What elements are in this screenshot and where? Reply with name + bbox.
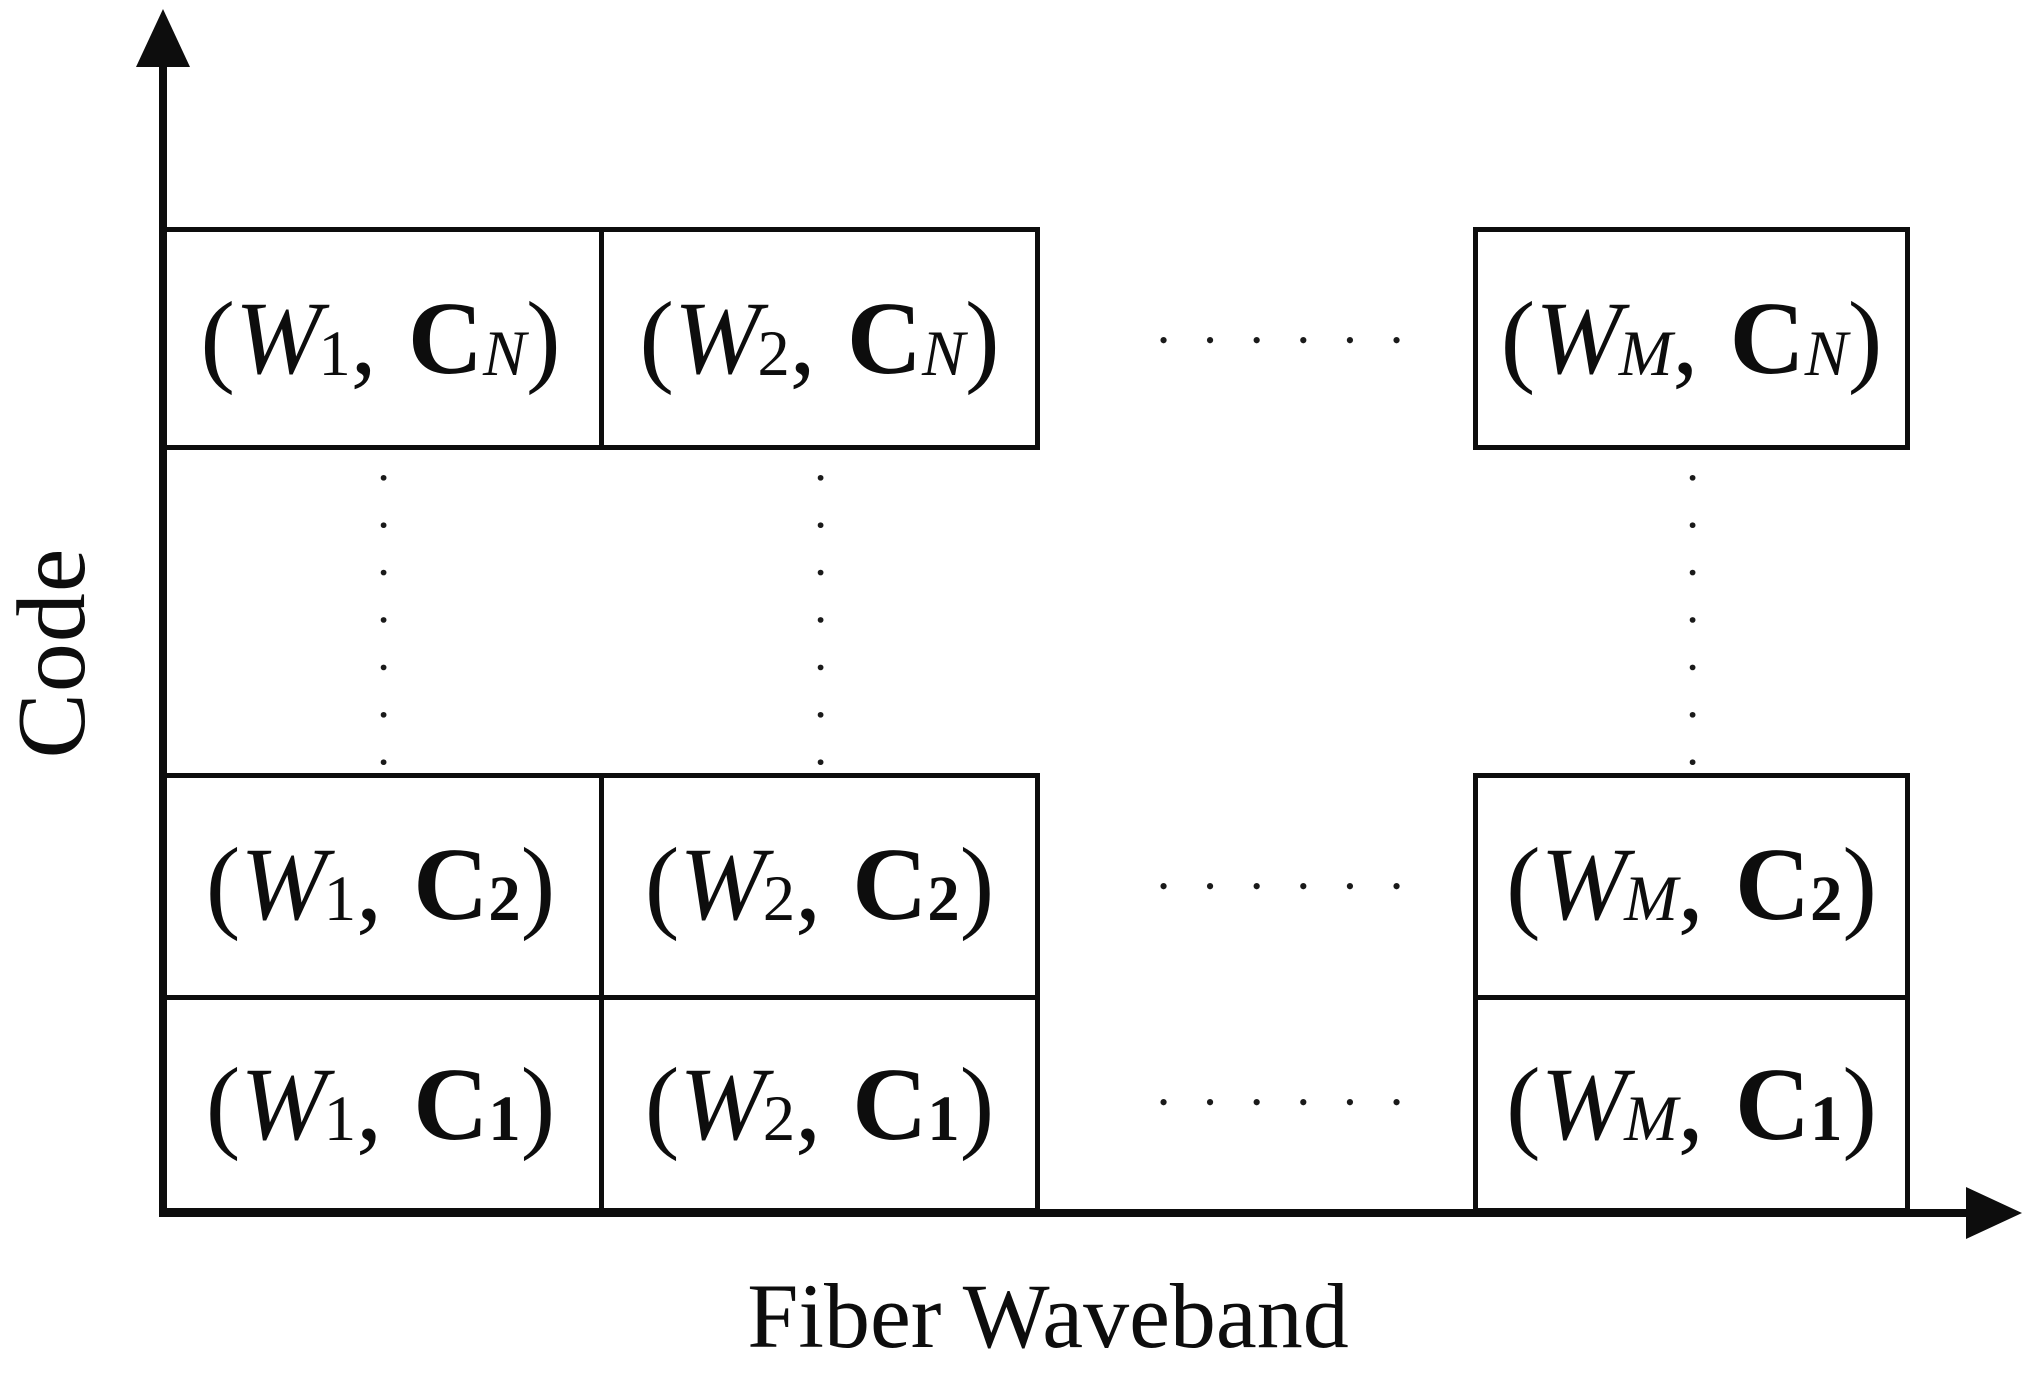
y-axis-arrowhead-icon <box>136 9 190 67</box>
row-divider <box>1478 995 1905 1000</box>
x-axis-line <box>159 1209 1975 1217</box>
horizontal-ellipsis-bottom: • • • • • • <box>1158 1088 1402 1117</box>
horizontal-ellipsis-top: • • • • • • <box>1158 326 1402 355</box>
row-divider <box>167 995 1035 1000</box>
y-axis-label: Code <box>0 547 106 759</box>
column-divider <box>599 778 604 1208</box>
horizontal-ellipsis-middle: • • • • • • <box>1158 872 1402 901</box>
x-axis-label: Fiber Waveband <box>747 1265 1349 1367</box>
vertical-ellipsis-w1: • • • • • • • <box>369 473 396 767</box>
bottom-left-box <box>162 773 1040 1213</box>
vertical-ellipsis-w2: • • • • • • • <box>806 473 833 767</box>
top-left-box <box>162 227 1040 450</box>
vertical-ellipsis-wm: • • • • • • • <box>1678 473 1705 767</box>
x-axis-arrowhead-icon <box>1966 1187 2022 1239</box>
column-divider <box>599 232 604 445</box>
top-right-box <box>1473 227 1910 450</box>
bottom-right-box <box>1473 773 1910 1213</box>
y-axis-line <box>159 48 167 1217</box>
